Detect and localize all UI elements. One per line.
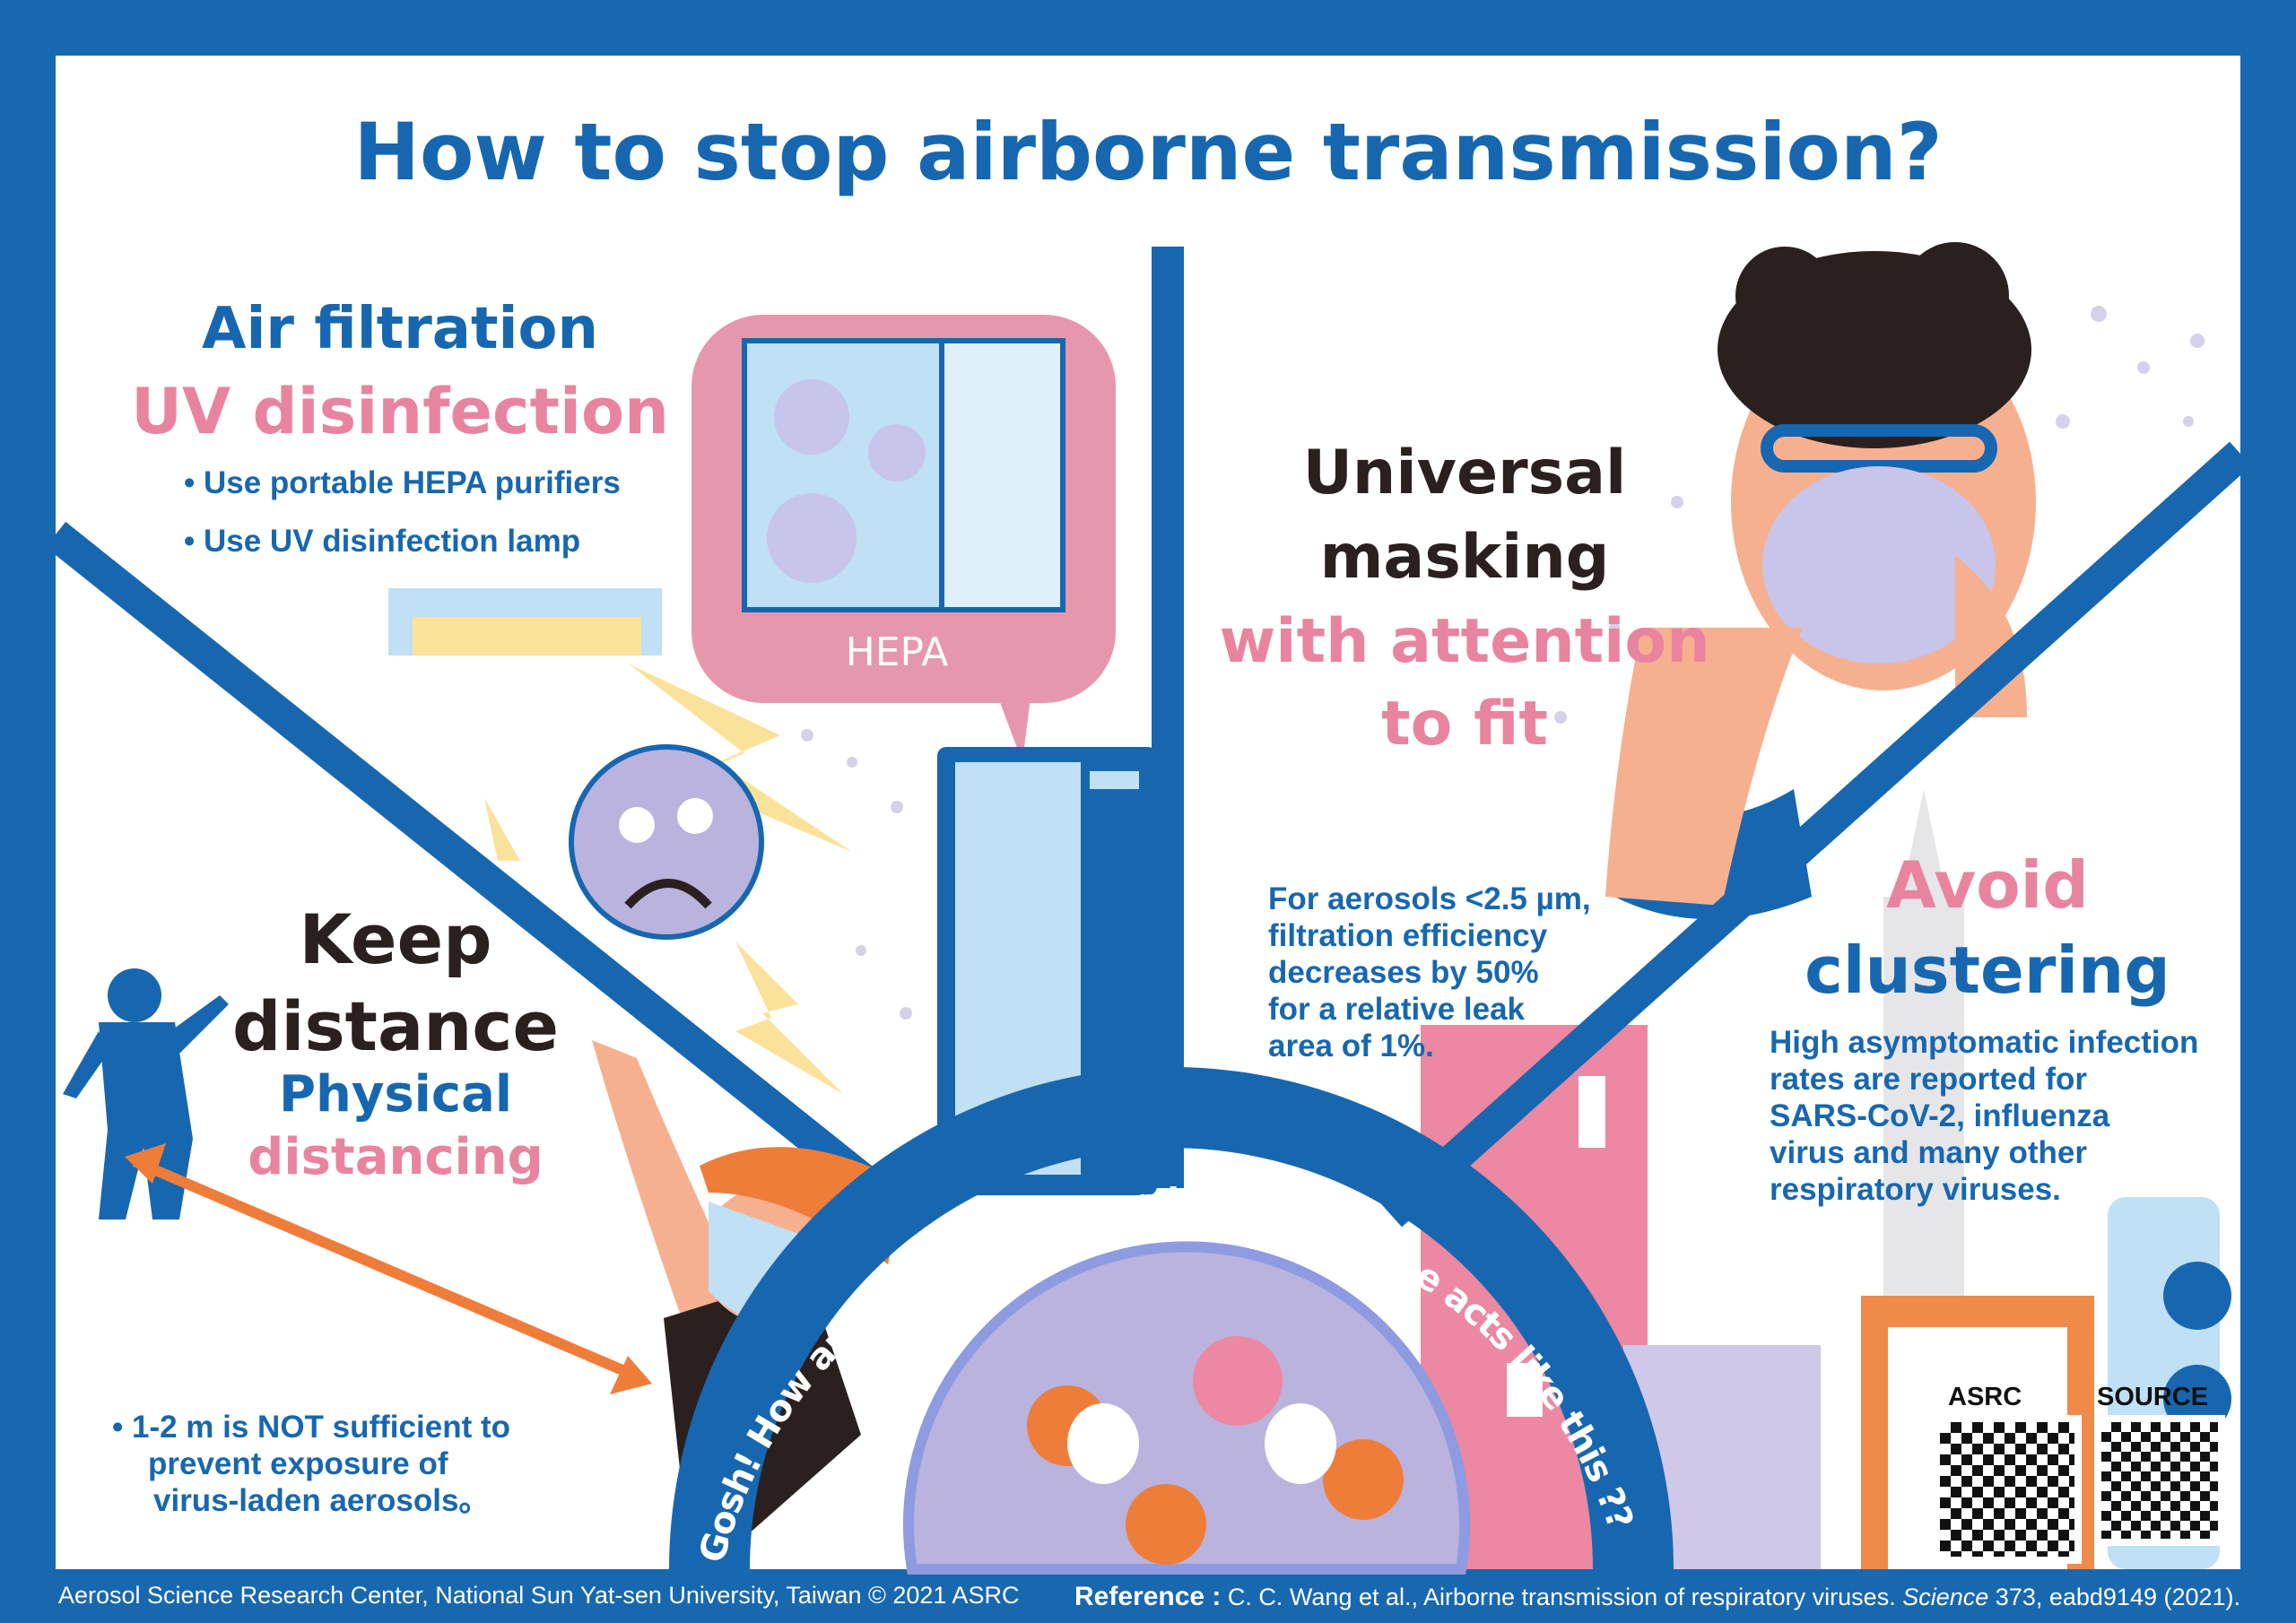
footer-credit: Aerosol Science Research Center, Nationa…	[58, 1582, 1020, 1609]
clustering-heading: clustering	[1805, 933, 2170, 1008]
left-diagonal-divider	[45, 521, 918, 1228]
air-filtration-heading: Air filtration	[201, 296, 599, 362]
hepa-label: HEPA	[845, 629, 949, 675]
bullet-item: • Use UV disinfection lamp	[184, 524, 581, 559]
to-fit-heading: to fit	[1381, 689, 1548, 759]
tower-spire	[1901, 789, 1946, 897]
right-diagonal-divider	[1379, 441, 2252, 1228]
distance-heading: distance	[231, 986, 560, 1066]
page-title: How to stop airborne transmission?	[353, 106, 1943, 198]
air-bullets: • Use portable HEPA purifiers • Use UV d…	[184, 464, 621, 560]
attention-heading: with attention	[1219, 606, 1710, 677]
mask-note: For aerosols <2.5 µm,filtration efficien…	[1268, 881, 1591, 1063]
universal-heading: Universal	[1302, 438, 1627, 508]
uv-disinfection-heading: UV disinfection	[131, 375, 669, 448]
person-silhouette	[63, 968, 229, 1219]
source-qr-label: SOURCE	[2097, 1383, 2209, 1411]
asrc-qr-label: ASRC	[1948, 1383, 2022, 1411]
physical-heading: Physical	[278, 1065, 513, 1124]
keep-heading: Keep	[299, 899, 492, 979]
asrc-qr-code[interactable]	[1933, 1415, 2082, 1564]
lightning-bolts	[484, 664, 852, 1094]
distance-note: • 1-2 m is NOT sufficient to prevent exp…	[112, 1410, 510, 1518]
source-qr-code[interactable]	[2094, 1415, 2225, 1546]
avoid-heading: Avoid	[1886, 847, 2089, 923]
masked-person-illustration	[1605, 242, 2036, 919]
distance-arrow	[125, 1143, 652, 1394]
virus-character	[569, 744, 764, 940]
footer-reference: Reference : C. C. Wang et al., Airborne …	[1074, 1582, 2241, 1611]
masking-heading: masking	[1319, 522, 1610, 593]
distancing-heading: distancing	[248, 1128, 544, 1186]
arch-band	[669, 1067, 1674, 1569]
bullet-item: • Use portable HEPA purifiers	[184, 465, 621, 500]
